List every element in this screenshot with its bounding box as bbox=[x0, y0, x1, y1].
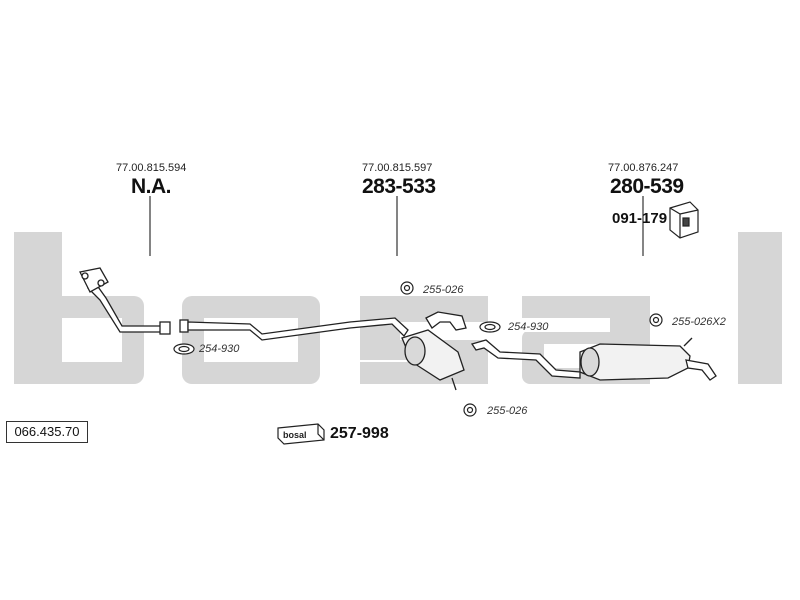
middle-section-part-number: 283-533 bbox=[362, 175, 436, 198]
hanger-icon bbox=[463, 403, 477, 417]
rear-section-part-number: 280-539 bbox=[610, 175, 684, 198]
mounting-kit-icon bbox=[669, 201, 699, 239]
middle-muffler bbox=[401, 311, 467, 391]
kit-box-icon: bosal bbox=[277, 423, 325, 445]
rear-section-oem-ref: 77.00.876.247 bbox=[608, 162, 679, 174]
rear-muffler bbox=[579, 337, 717, 381]
hanger-label: 255-026 bbox=[423, 284, 464, 296]
hanger-label: 255-026X2 bbox=[672, 316, 726, 328]
front-pipe bbox=[79, 267, 171, 335]
leader-lines bbox=[149, 196, 644, 256]
rear-pipe bbox=[470, 339, 581, 379]
hanger-icon bbox=[649, 313, 663, 327]
middle-section-oem-ref: 77.00.815.597 bbox=[362, 162, 433, 174]
clamp-icon bbox=[479, 321, 501, 333]
clamp-label: 254-930 bbox=[508, 321, 549, 333]
catalog-number: 066.435.70 bbox=[6, 421, 88, 443]
clamp-label: 254-930 bbox=[199, 343, 240, 355]
hanger-label: 255-026 bbox=[487, 405, 528, 417]
kit-box-label: bosal bbox=[283, 430, 307, 440]
mounting-kit-number: 091-179 bbox=[612, 210, 668, 227]
clamp-icon bbox=[173, 343, 195, 355]
hanger-icon bbox=[400, 281, 414, 295]
kit-number: 257-998 bbox=[330, 425, 389, 442]
front-pipe-oem-ref: 77.00.815.594 bbox=[116, 162, 187, 174]
front-pipe-part-number: N.A. bbox=[131, 175, 172, 198]
middle-pipe bbox=[179, 317, 409, 341]
